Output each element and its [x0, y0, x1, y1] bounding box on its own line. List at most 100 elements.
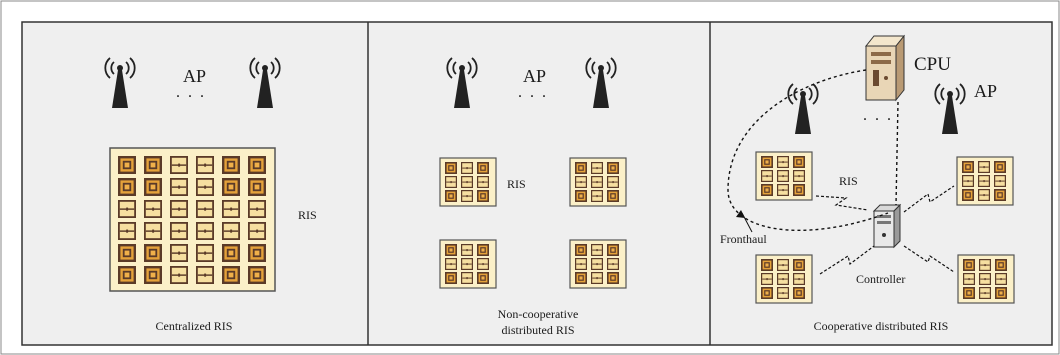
ris-small-board [569, 157, 627, 207]
ris-unit-cell [118, 156, 136, 174]
ris-unit-cell [793, 184, 805, 196]
ris-unit-cell [445, 176, 457, 188]
ris-unit-cell [248, 222, 266, 240]
ris-unit-cell [222, 178, 240, 196]
ris-label: RIS [839, 174, 858, 188]
ris-unit-cell [994, 175, 1006, 187]
ris-unit-cell [777, 273, 789, 285]
panel-caption-line-1: Non-cooperative [498, 307, 579, 321]
ris-unit-cell [777, 287, 789, 299]
ap-label: AP [183, 66, 206, 86]
wireless-link [815, 195, 869, 211]
controller-label: Controller [856, 272, 905, 286]
ris-unit-cell [963, 273, 975, 285]
ris-unit-cell [793, 287, 805, 299]
ris-unit-cell [222, 244, 240, 262]
ris-small-board [755, 254, 813, 304]
ris-unit-cell [607, 162, 619, 174]
ap-label: AP [523, 66, 546, 86]
ris-unit-cell [445, 258, 457, 270]
ris-unit-cell [575, 258, 587, 270]
ris-unit-cell [170, 244, 188, 262]
ris-unit-cell [978, 161, 990, 173]
ellipsis: . . . [863, 107, 893, 124]
ris-unit-cell [445, 162, 457, 174]
wireless-link [819, 245, 875, 275]
ris-unit-cell [607, 176, 619, 188]
ris-unit-cell [995, 259, 1007, 271]
ris-unit-cell [607, 190, 619, 202]
ris-unit-cell [591, 190, 603, 202]
ris-unit-cell [196, 266, 214, 284]
ris-unit-cell [979, 259, 991, 271]
ris-unit-cell [196, 222, 214, 240]
ris-unit-cell [477, 244, 489, 256]
ris-unit-cell [761, 259, 773, 271]
panel-caption: Centralized RIS [156, 319, 233, 333]
ris-unit-cell [248, 200, 266, 218]
ris-unit-cell [477, 190, 489, 202]
ris-unit-cell [461, 272, 473, 284]
ris-unit-cell [477, 162, 489, 174]
ris-unit-cell [607, 258, 619, 270]
ris-unit-cell [591, 176, 603, 188]
ris-unit-cell [777, 156, 789, 168]
ris-unit-cell [144, 156, 162, 174]
cpu-icon [864, 34, 906, 102]
ris-unit-cell [477, 176, 489, 188]
ris-unit-cell [170, 266, 188, 284]
ris-unit-cell [995, 273, 1007, 285]
ris-unit-cell [994, 161, 1006, 173]
ris-unit-cell [793, 156, 805, 168]
ris-unit-cell [761, 184, 773, 196]
ris-unit-cell [793, 273, 805, 285]
ris-unit-cell [461, 190, 473, 202]
ellipsis: . . . [518, 84, 548, 101]
ris-unit-cell [979, 287, 991, 299]
ris-label: RIS [507, 177, 526, 191]
ris-unit-cell [591, 162, 603, 174]
ris-small-board [957, 254, 1015, 304]
ris-unit-cell [222, 200, 240, 218]
ris-unit-cell [591, 272, 603, 284]
ris-unit-cell [248, 244, 266, 262]
ris-unit-cell [170, 222, 188, 240]
ris-unit-cell [962, 189, 974, 201]
ris-unit-cell [170, 156, 188, 174]
ris-unit-cell [777, 259, 789, 271]
ris-unit-cell [118, 178, 136, 196]
ris-unit-cell [196, 200, 214, 218]
ris-unit-cell [994, 189, 1006, 201]
ris-unit-cell [248, 156, 266, 174]
ellipsis: . . . [176, 84, 206, 101]
cpu-controller-link [895, 101, 899, 206]
ris-unit-cell [118, 200, 136, 218]
ris-unit-cell [575, 190, 587, 202]
ap-label: AP [974, 81, 997, 101]
ris-unit-cell [461, 176, 473, 188]
ris-unit-cell [963, 287, 975, 299]
ris-small-board [439, 157, 497, 207]
ris-unit-cell [575, 176, 587, 188]
ris-unit-cell [445, 190, 457, 202]
fronthaul-label: Fronthaul [720, 232, 767, 246]
ris-unit-cell [962, 175, 974, 187]
ris-unit-cell [170, 200, 188, 218]
ris-unit-cell [979, 273, 991, 285]
ris-board-large [109, 147, 276, 292]
panel-centralized: AP . . . RIS Centralized RIS [104, 57, 317, 333]
ris-unit-cell [761, 273, 773, 285]
ris-unit-cell [461, 244, 473, 256]
ris-unit-cell [575, 244, 587, 256]
panel-cooperative: CPU AP . . . RIS Controller Fronthaul Co… [720, 34, 1015, 333]
controller-icon [873, 204, 901, 248]
ris-unit-cell [995, 287, 1007, 299]
panel-caption: Cooperative distributed RIS [814, 319, 949, 333]
ris-small-board [439, 239, 497, 289]
ris-unit-cell [222, 266, 240, 284]
wireless-link [903, 185, 955, 213]
panel-caption-line-2: distributed RIS [501, 323, 574, 337]
ris-unit-cell [761, 156, 773, 168]
ris-unit-cell [222, 222, 240, 240]
